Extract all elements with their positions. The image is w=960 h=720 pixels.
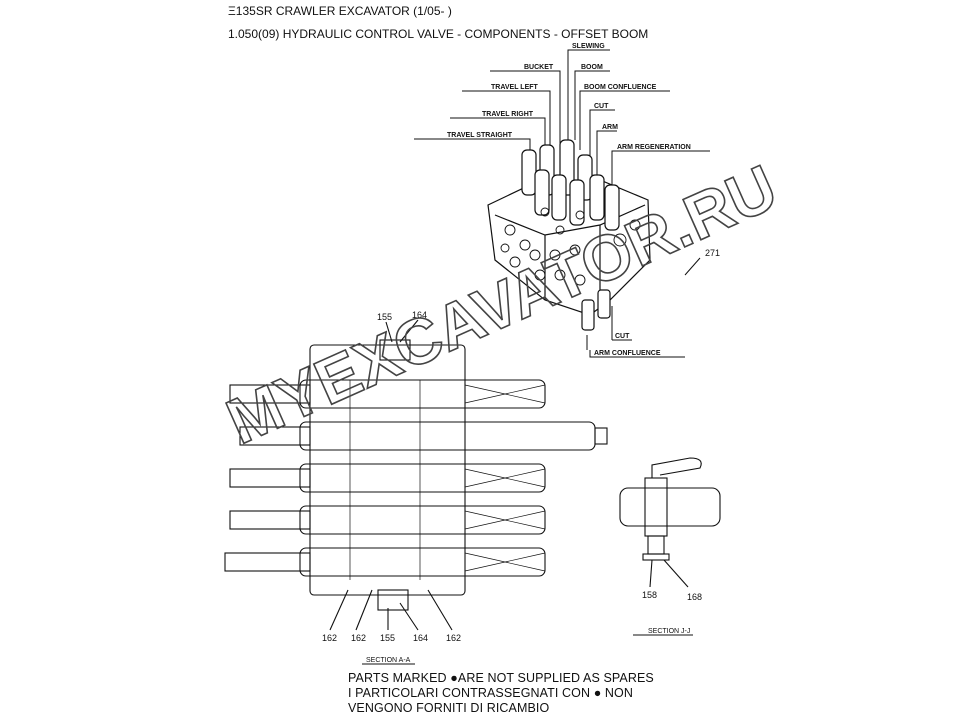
label-travel-left: TRAVEL LEFT (491, 84, 539, 91)
label-travel-right: TRAVEL RIGHT (482, 111, 534, 118)
spool-rows (224, 379, 608, 577)
label-arm-confluence: ARM CONFLUENCE (594, 350, 661, 357)
section-jj-drawing (619, 457, 721, 636)
note-line-3: VENGONO FORNITI DI RICAMBIO (348, 701, 550, 715)
label-cut-bottom: CUT (615, 333, 630, 340)
watermark: MYEXCAVATOR.RU (216, 151, 787, 458)
part-162: 162 (322, 633, 337, 643)
part-162: 162 (351, 633, 366, 643)
label-bucket: BUCKET (524, 64, 554, 71)
part-164-top: 164 (412, 310, 427, 320)
section-aa-title: SECTION A-A (366, 657, 411, 664)
part-271: 271 (705, 248, 720, 258)
section-jj-title: SECTION J-J (648, 628, 690, 635)
section-aa-drawing (224, 319, 608, 665)
part-155-top: 155 (377, 312, 392, 322)
label-travel-straight: TRAVEL STRAIGHT (447, 132, 513, 139)
label-arm-regeneration: ARM REGENERATION (617, 144, 691, 151)
part-168: 168 (687, 592, 702, 602)
machine-title: Ξ135SR CRAWLER EXCAVATOR (1/05- ) (228, 4, 452, 18)
label-slewing: SLEWING (572, 43, 605, 50)
part-155: 155 (380, 633, 395, 643)
note-line-1: PARTS MARKED ●ARE NOT SUPPLIED AS SPARES (348, 671, 654, 685)
part-164: 164 (413, 633, 428, 643)
label-boom: BOOM (581, 64, 603, 71)
section-title: 1.050(09) HYDRAULIC CONTROL VALVE - COMP… (228, 27, 649, 41)
label-arm: ARM (602, 124, 618, 131)
label-cut-top: CUT (594, 103, 609, 110)
part-158: 158 (642, 590, 657, 600)
control-valve-3d (487, 139, 651, 331)
part-162: 162 (446, 633, 461, 643)
note-line-2: I PARTICOLARI CONTRASSEGNATI CON ● NON (348, 686, 633, 700)
label-boom-confluence: BOOM CONFLUENCE (584, 84, 657, 91)
